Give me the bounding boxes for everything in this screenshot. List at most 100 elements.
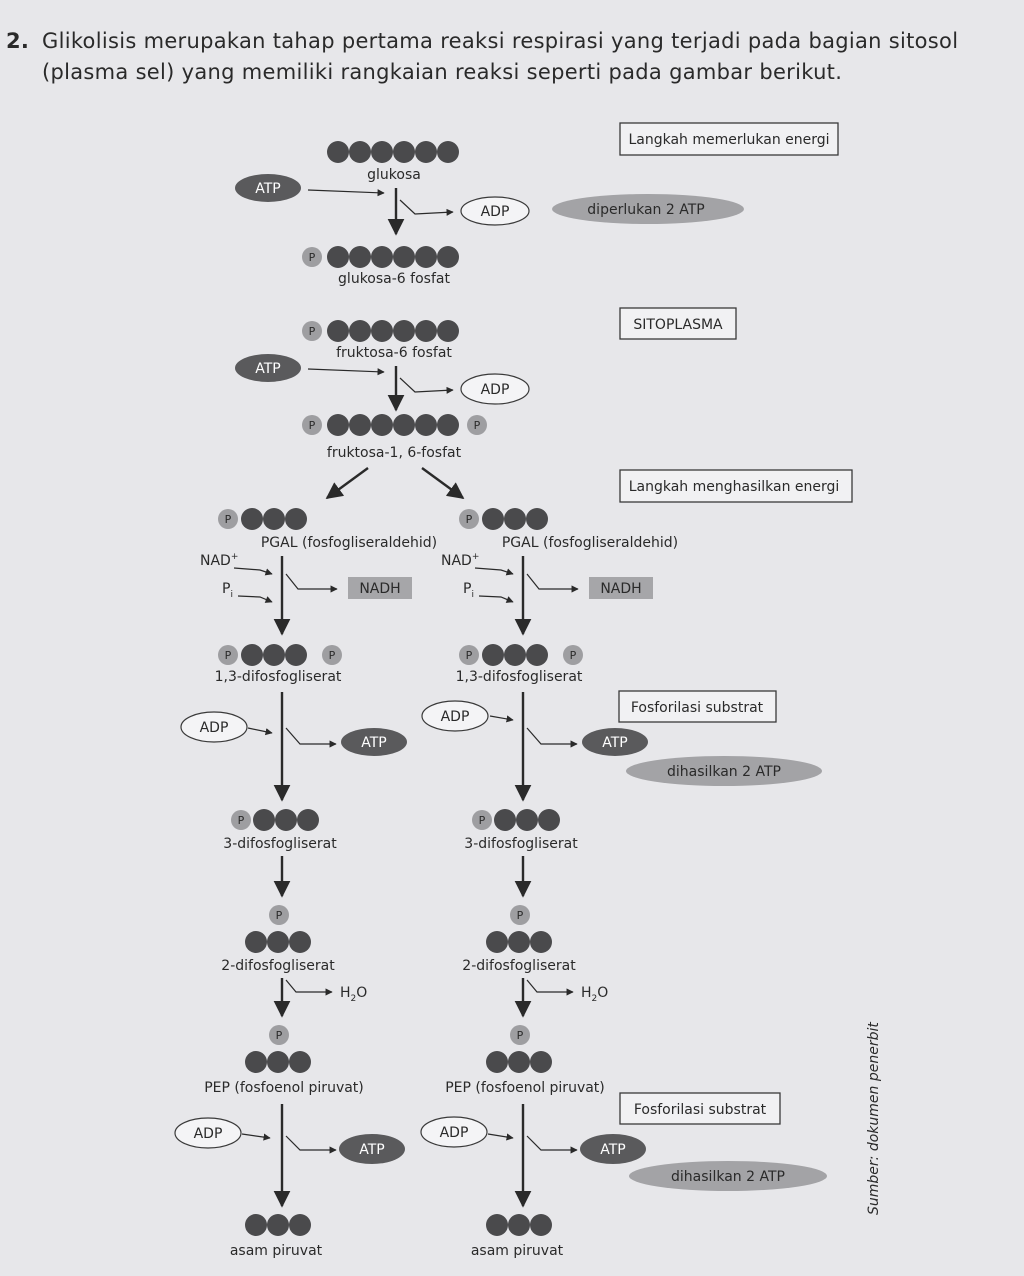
carbon-bead [482,644,504,666]
carbon-bead [437,414,459,436]
box-energy-required: Langkah memerlukan energi [619,122,839,156]
oval-produced-2-atp-2: dihasilkan 2 ATP [629,1161,827,1191]
phosphate-circle: P [302,321,322,341]
carbon-bead [253,809,275,831]
nadh-box: NADH [348,577,412,599]
carbon-bead [327,414,349,436]
phosphate-circle: P [467,415,487,435]
carbon-bead [504,644,526,666]
adp-oval: ADP [420,1116,488,1148]
carbon-bead [393,414,415,436]
carbon-bead [241,644,263,666]
carbon-bead [486,1214,508,1236]
carbon-bead [415,246,437,268]
carbon-bead [371,320,393,342]
carbon-bead [530,1051,552,1073]
svg-text:P: P [466,513,473,526]
adp-oval: ADP [460,196,530,226]
svg-text:P: P [517,1029,524,1042]
atp-oval: ATP [582,728,648,756]
svg-text:ADP: ADP [481,382,510,398]
box-substrate-phosphorylation-1: Fosforilasi substrat [618,690,777,723]
box-substrate-phosphorylation-2: Fosforilasi substrat [619,1092,781,1125]
pgal-label: PGAL (fosfogliseraldehid) [261,535,437,551]
svg-text:P: P [309,419,316,432]
svg-text:ATP: ATP [255,181,280,197]
carbon-bead [285,508,307,530]
carbon-bead [508,931,530,953]
svg-text:ATP: ATP [359,1142,384,1158]
carbon-bead [415,414,437,436]
phosphate-circle: P [459,645,479,665]
carbon-bead [245,931,267,953]
carbon-bead [349,414,371,436]
phosphate-circle: P [218,509,238,529]
svg-text:ADP: ADP [194,1126,223,1142]
phosphate-circle: P [231,810,251,830]
phosphate-circle: P [563,645,583,665]
svg-text:P: P [238,814,245,827]
carbon-bead [415,320,437,342]
carbon-bead [437,320,459,342]
svg-text:ADP: ADP [481,204,510,220]
phosphate-circle: P [459,509,479,529]
pi-label: Pi [222,581,233,600]
svg-text:ATP: ATP [602,735,627,751]
atp-oval: ATP [339,1134,405,1164]
carbon-bead [267,931,289,953]
carbon-bead [504,508,526,530]
carbon-bead [349,320,371,342]
svg-text:P: P [466,649,473,662]
carbon-bead [327,320,349,342]
svg-text:dihasilkan 2 ATP: dihasilkan 2 ATP [671,1169,785,1185]
svg-text:SITOPLASMA: SITOPLASMA [633,317,723,333]
carbon-bead [289,1051,311,1073]
carbon-bead [327,246,349,268]
svg-text:diperlukan 2 ATP: diperlukan 2 ATP [587,202,704,218]
carbon-bead [437,141,459,163]
h2o-label: H2O [340,985,367,1004]
carbon-bead [486,1051,508,1073]
f16bp-label: fruktosa-1, 6-fosfat [327,445,462,461]
phosphate-circle: P [269,905,289,925]
carbon-bead [393,246,415,268]
svg-text:NADH: NADH [359,581,400,597]
carbon-bead [297,809,319,831]
bpg13-label: 1,3-difosfogliserat [456,669,583,685]
svg-text:P: P [517,909,524,922]
adp-oval: ADP [180,711,248,743]
carbon-bead [289,931,311,953]
pi-label: Pi [463,581,474,600]
svg-text:P: P [225,513,232,526]
svg-text:dihasilkan 2 ATP: dihasilkan 2 ATP [667,764,781,780]
oval-needed-2-atp: diperlukan 2 ATP [552,194,744,224]
svg-text:Langkah memerlukan energi: Langkah memerlukan energi [628,132,829,148]
box-energy-producing: Langkah menghasilkan energi [619,469,853,503]
carbon-bead [263,508,285,530]
pyruvate-label: asam piruvat [471,1243,564,1259]
phosphate-circle: P [302,247,322,267]
carbon-bead [371,246,393,268]
oval-produced-2-atp-1: dihasilkan 2 ATP [626,756,822,786]
carbon-bead [371,141,393,163]
pg3-label: 3-difosfogliserat [223,836,337,852]
nadh-box: NADH [589,577,653,599]
carbon-bead [245,1051,267,1073]
pg2-label: 2-difosfogliserat [221,958,335,974]
fructose-6-phosphate-molecule: P [302,320,459,342]
carbon-bead [526,644,548,666]
glucose-label: glukosa [367,167,421,183]
carbon-bead [285,644,307,666]
svg-text:Fosforilasi substrat: Fosforilasi substrat [634,1102,767,1118]
svg-text:ADP: ADP [440,1125,469,1141]
bpg13-label: 1,3-difosfogliserat [215,669,342,685]
pyruvate-label: asam piruvat [230,1243,323,1259]
pep-label: PEP (fosfoenol piruvat) [445,1080,605,1096]
adp-oval: ADP [174,1117,242,1149]
f6p-label: fruktosa-6 fosfat [336,345,452,361]
carbon-bead [267,1214,289,1236]
